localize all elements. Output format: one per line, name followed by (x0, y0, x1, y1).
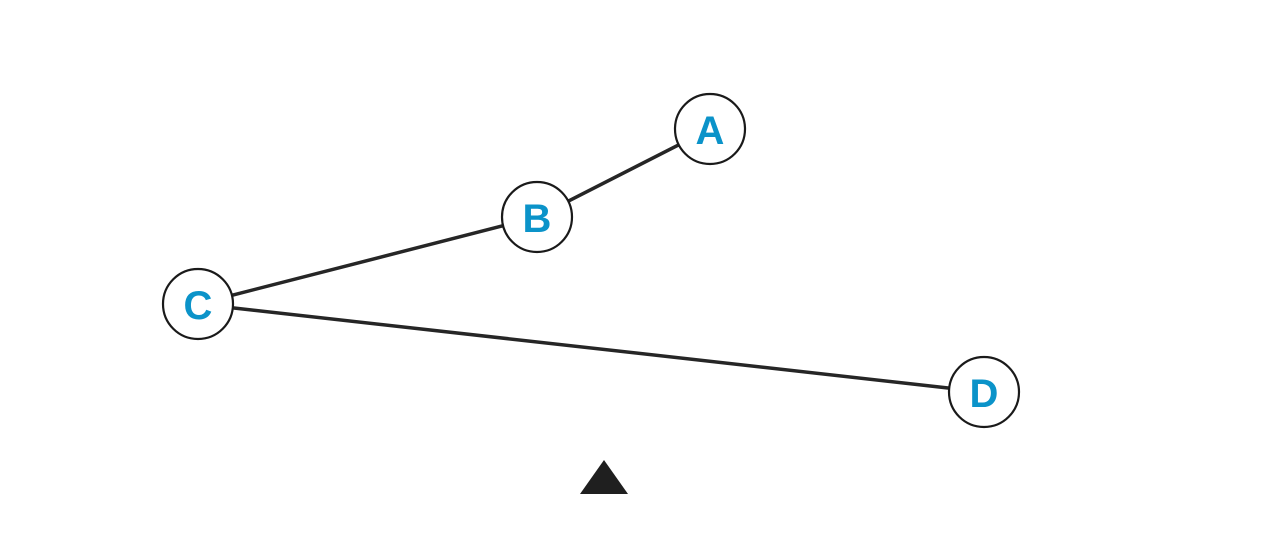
node-c-circle (161, 267, 235, 341)
node-b: B (500, 180, 574, 254)
node-c-label: C (184, 284, 213, 328)
pivot-triangle-icon (580, 460, 628, 494)
edge-c-d (231, 306, 951, 390)
edges-layer (230, 143, 951, 390)
node-b-circle (500, 180, 574, 254)
node-d: D (947, 355, 1021, 429)
node-a-label: A (696, 109, 725, 153)
edge-b-c (230, 223, 505, 298)
edge-a-b (566, 143, 681, 203)
node-c: C (161, 267, 235, 341)
node-d-label: D (970, 372, 999, 416)
node-a: A (673, 92, 747, 166)
node-b-label: B (523, 197, 552, 241)
node-d-circle (947, 355, 1021, 429)
node-a-circle (673, 92, 747, 166)
